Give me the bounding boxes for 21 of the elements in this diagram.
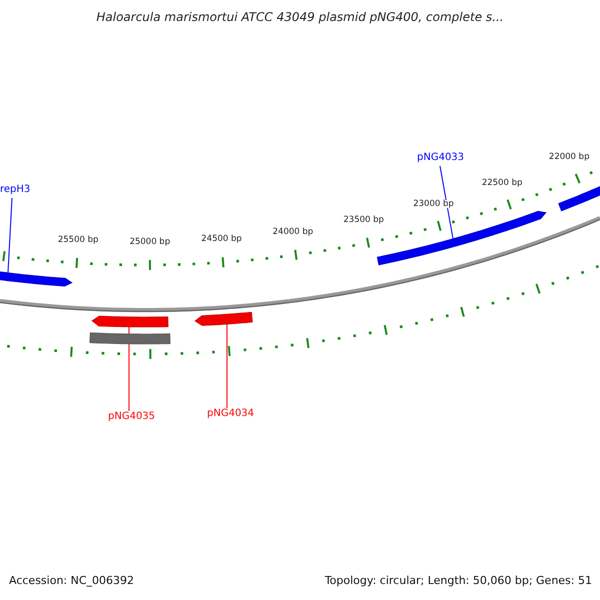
gene-label: pNG4034 bbox=[207, 409, 254, 419]
tick-label: 25000 bp bbox=[130, 238, 170, 246]
leader-line bbox=[440, 166, 454, 240]
leader-line bbox=[226, 324, 228, 408]
gene-label: repH3 bbox=[0, 185, 30, 195]
tick-label: 22000 bp bbox=[548, 153, 590, 162]
gene-label: pNG4035 bbox=[108, 412, 156, 422]
tick-label: 23000 bp bbox=[413, 200, 454, 208]
tick-label: 23500 bp bbox=[343, 216, 384, 225]
footer-text: Topology: circular; Length: 50,060 bp; Genes: 51 bbox=[324, 575, 592, 586]
tick-label: 24500 bp bbox=[201, 235, 242, 244]
tick-label: 24000 bp bbox=[272, 228, 314, 237]
gene-feature bbox=[194, 312, 253, 326]
footer-text: Accession: NC_006392 bbox=[9, 575, 134, 586]
title: Haloarcula marismortui ATCC 43049 plasmid pNG400, complete s... bbox=[95, 11, 505, 23]
gene-label: pNG4033 bbox=[417, 153, 464, 163]
tick-label: 25500 bp bbox=[58, 236, 98, 244]
leader-line bbox=[128, 326, 130, 412]
tick-label: 22500 bp bbox=[482, 178, 522, 188]
leader-line bbox=[8, 198, 12, 274]
gene-feature bbox=[91, 316, 168, 328]
